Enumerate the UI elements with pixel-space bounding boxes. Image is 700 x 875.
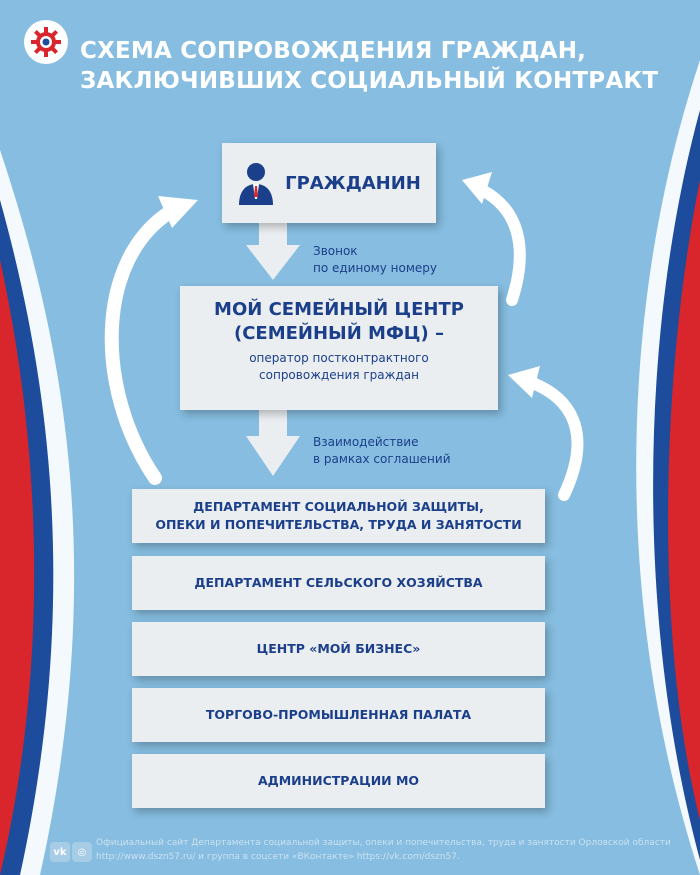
department-box: ЦЕНТР «МОЙ БИЗНЕС» — [132, 622, 545, 676]
gear-logo — [24, 20, 68, 64]
down-arrow-1 — [246, 245, 300, 280]
vk-icon[interactable]: vk — [50, 842, 70, 862]
call-note: Звонок по единому номеру — [313, 244, 437, 275]
citizen-label: ГРАЖДАНИН — [285, 172, 421, 194]
mfc-box: МОЙ СЕМЕЙНЫЙ ЦЕНТР (СЕМЕЙНЫЙ МФЦ) – опер… — [180, 286, 498, 410]
right-upper-arrow — [476, 184, 526, 306]
footer-text: Официальный сайт Департамента социальной… — [96, 838, 671, 862]
right-lower-arrow-head — [508, 366, 540, 398]
person-icon — [239, 163, 274, 205]
left-curved-arrow — [104, 205, 177, 485]
page-title: СХЕМА СОПРОВОЖДЕНИЯ ГРАЖДАН, ЗАКЛЮЧИВШИХ… — [80, 38, 659, 94]
department-box: ДЕПАРТАМЕНТ СЕЛЬСКОГО ХОЗЯЙСТВА — [132, 556, 545, 610]
down-arrow-2 — [246, 436, 300, 476]
right-upper-arrow-head — [462, 172, 492, 204]
department-box: АДМИНИСТРАЦИИ МО — [132, 754, 545, 808]
globe-icon[interactable]: ◎ — [72, 842, 92, 862]
interaction-note: Взаимодействие в рамках соглашений — [313, 435, 451, 466]
right-lower-arrow — [524, 376, 584, 501]
left-arrow-head — [158, 196, 198, 228]
gear-icon — [31, 27, 61, 57]
citizen-box: ГРАЖДАНИН — [222, 143, 436, 223]
department-box: ТОРГОВО-ПРОМЫШЛЕННАЯ ПАЛАТА — [132, 688, 545, 742]
mfc-title: МОЙ СЕМЕЙНЫЙ ЦЕНТР (СЕМЕЙНЫЙ МФЦ) – — [214, 299, 464, 344]
mfc-subtitle: оператор постконтрактного сопровождения … — [249, 351, 429, 382]
department-box: ДЕПАРТАМЕНТ СОЦИАЛЬНОЙ ЗАЩИТЫ, ОПЕКИ И П… — [132, 489, 545, 543]
